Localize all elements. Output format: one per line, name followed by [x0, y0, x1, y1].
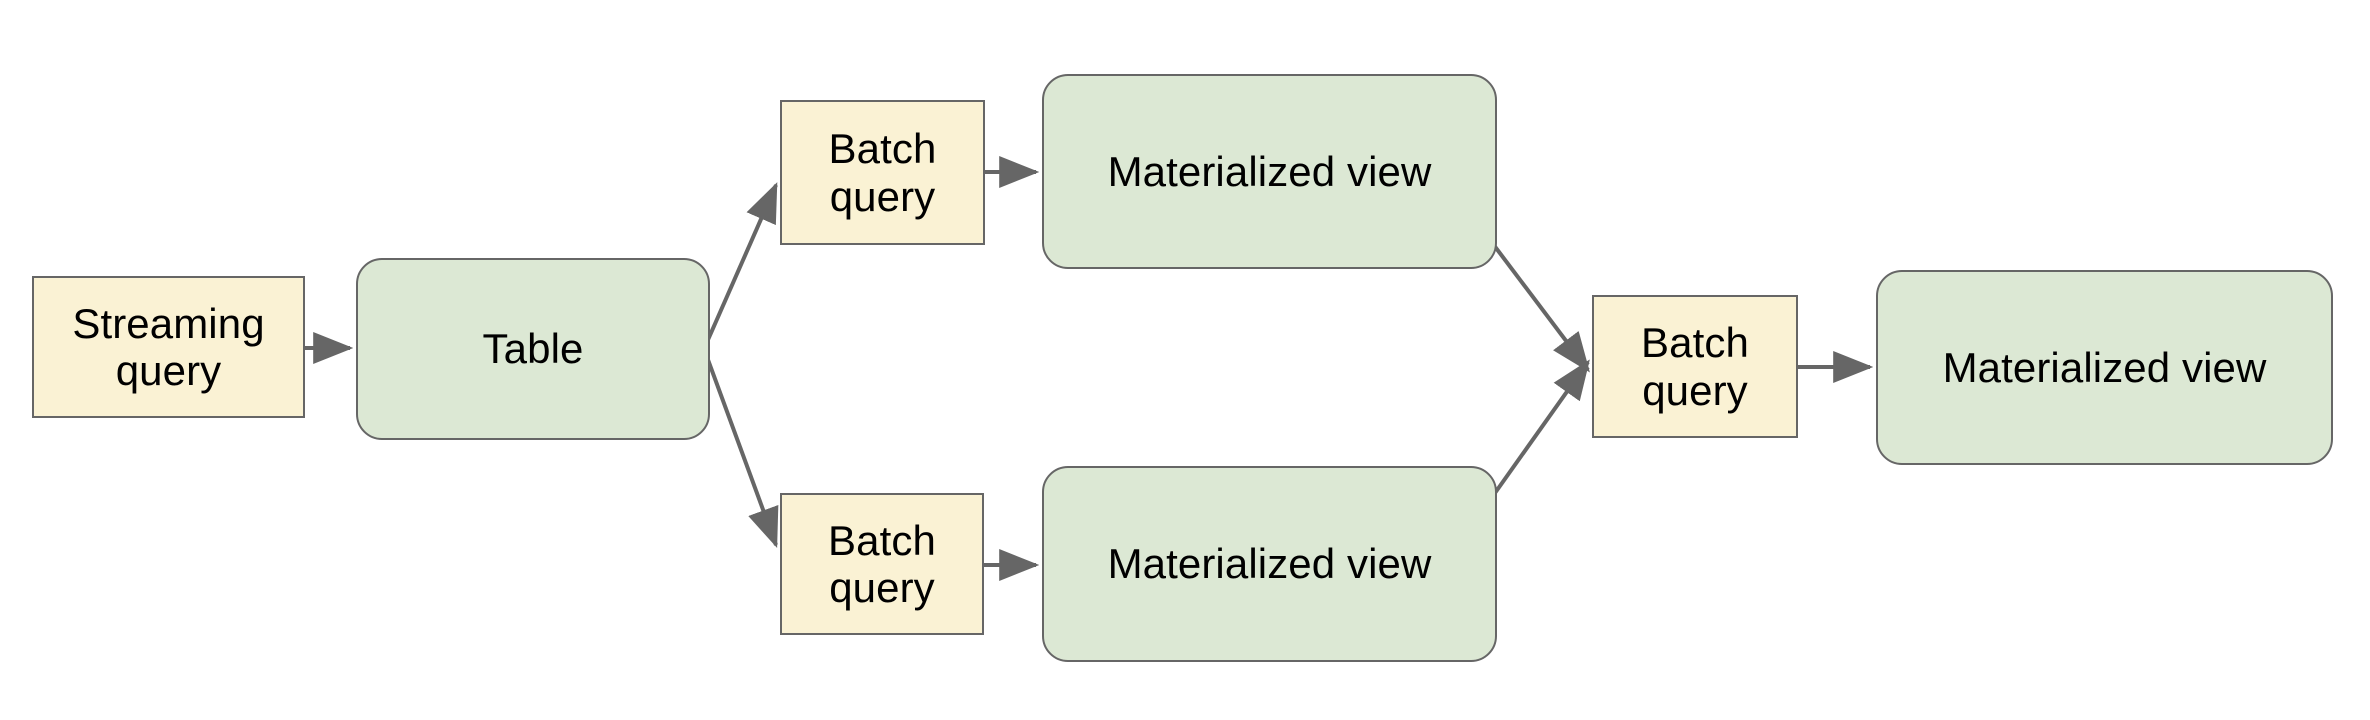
node-materialized-view-final[interactable]: Materialized view [1876, 270, 2333, 465]
node-batch-query-top[interactable]: Batch query [780, 100, 985, 245]
node-batch-query-bottom[interactable]: Batch query [780, 493, 984, 635]
node-materialized-view-top[interactable]: Materialized view [1042, 74, 1497, 269]
node-table[interactable]: Table [356, 258, 710, 440]
node-batch-query-join[interactable]: Batch query [1592, 295, 1798, 438]
node-materialized-view-bottom[interactable]: Materialized view [1042, 466, 1497, 662]
edge-mv-bottom-to-batch-join [1488, 359, 1590, 502]
node-streaming-query[interactable]: Streaming query [32, 276, 305, 418]
edge-mv-top-to-batch-join [1488, 238, 1590, 373]
edge-table-to-batch-bottom [698, 337, 779, 549]
edge-table-to-batch-top [698, 182, 778, 359]
